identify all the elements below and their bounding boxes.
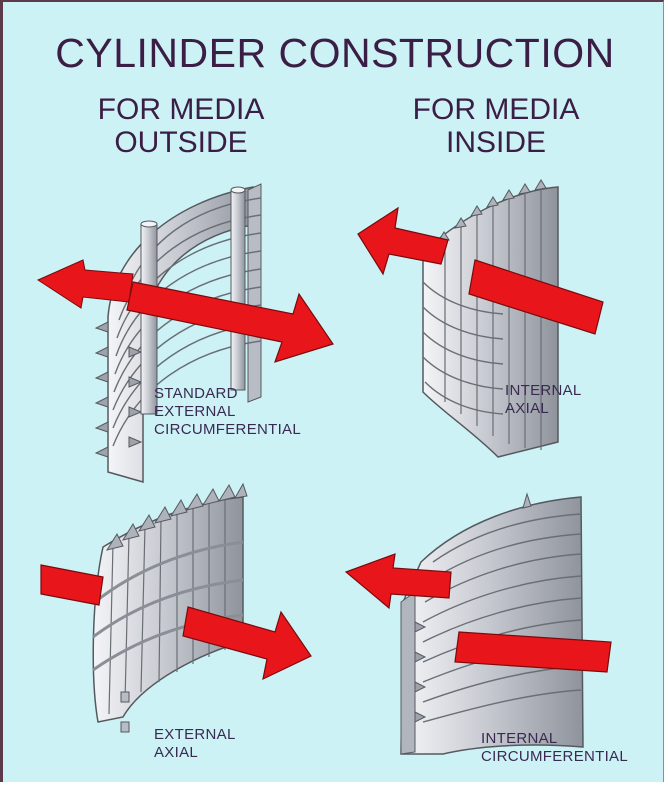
label-line: CIRCUMFERENTIAL xyxy=(154,421,301,439)
label-line: INTERNAL xyxy=(505,382,582,400)
cylinder-external-axial xyxy=(41,484,311,732)
label-line: AXIAL xyxy=(505,400,582,418)
label-line: EXTERNAL xyxy=(154,726,236,744)
label-line: CIRCUMFERENTIAL xyxy=(481,748,628,766)
label-internal-axial: INTERNAL AXIAL xyxy=(505,382,582,418)
cylinder-internal-circumferential xyxy=(346,494,611,754)
label-line: STANDARD xyxy=(154,385,301,403)
label-internal-circumferential: INTERNAL CIRCUMFERENTIAL xyxy=(481,730,628,766)
label-external-axial: EXTERNAL AXIAL xyxy=(154,726,236,762)
label-line: AXIAL xyxy=(154,744,236,762)
label-line: INTERNAL xyxy=(481,730,628,748)
label-standard-external-circumferential: STANDARD EXTERNAL CIRCUMFERENTIAL xyxy=(154,385,301,439)
label-line: EXTERNAL xyxy=(154,403,301,421)
